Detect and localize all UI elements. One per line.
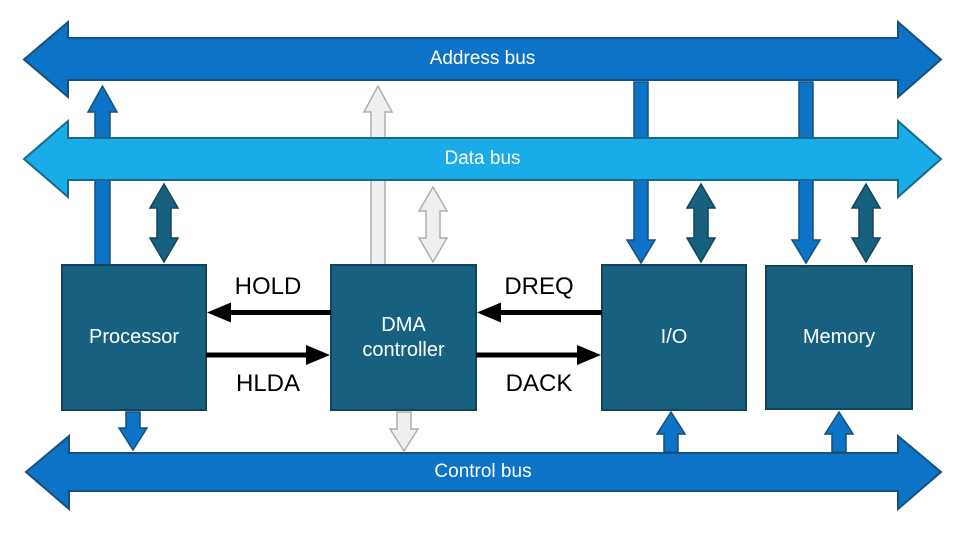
dma-controller-box [330,264,477,411]
hold-signal-arrow-icon [207,302,331,323]
dreq-signal-arrow-icon [477,302,602,323]
dma-data-bus-double-arrow-icon [417,185,449,264]
control-bus-to-io-arrow-icon [655,410,687,453]
processor-box [61,264,207,411]
control-bus-to-memory-arrow-icon [823,410,855,453]
control-bus-arrow [24,433,943,512]
dack-signal-arrow-icon [476,345,601,365]
memory-data-bus-double-arrow-icon [850,182,882,264]
io-box [601,264,747,411]
processor-to-control-bus-arrow-icon [117,411,149,452]
data-bus-arrow [22,118,943,200]
address-bus-arrow [22,19,943,100]
hlda-signal-arrow-icon [206,345,330,365]
dma-to-control-bus-arrow-icon [388,411,420,453]
io-data-bus-double-arrow-icon [685,182,717,264]
memory-box [765,265,913,410]
processor-data-bus-double-arrow-icon [148,182,180,264]
